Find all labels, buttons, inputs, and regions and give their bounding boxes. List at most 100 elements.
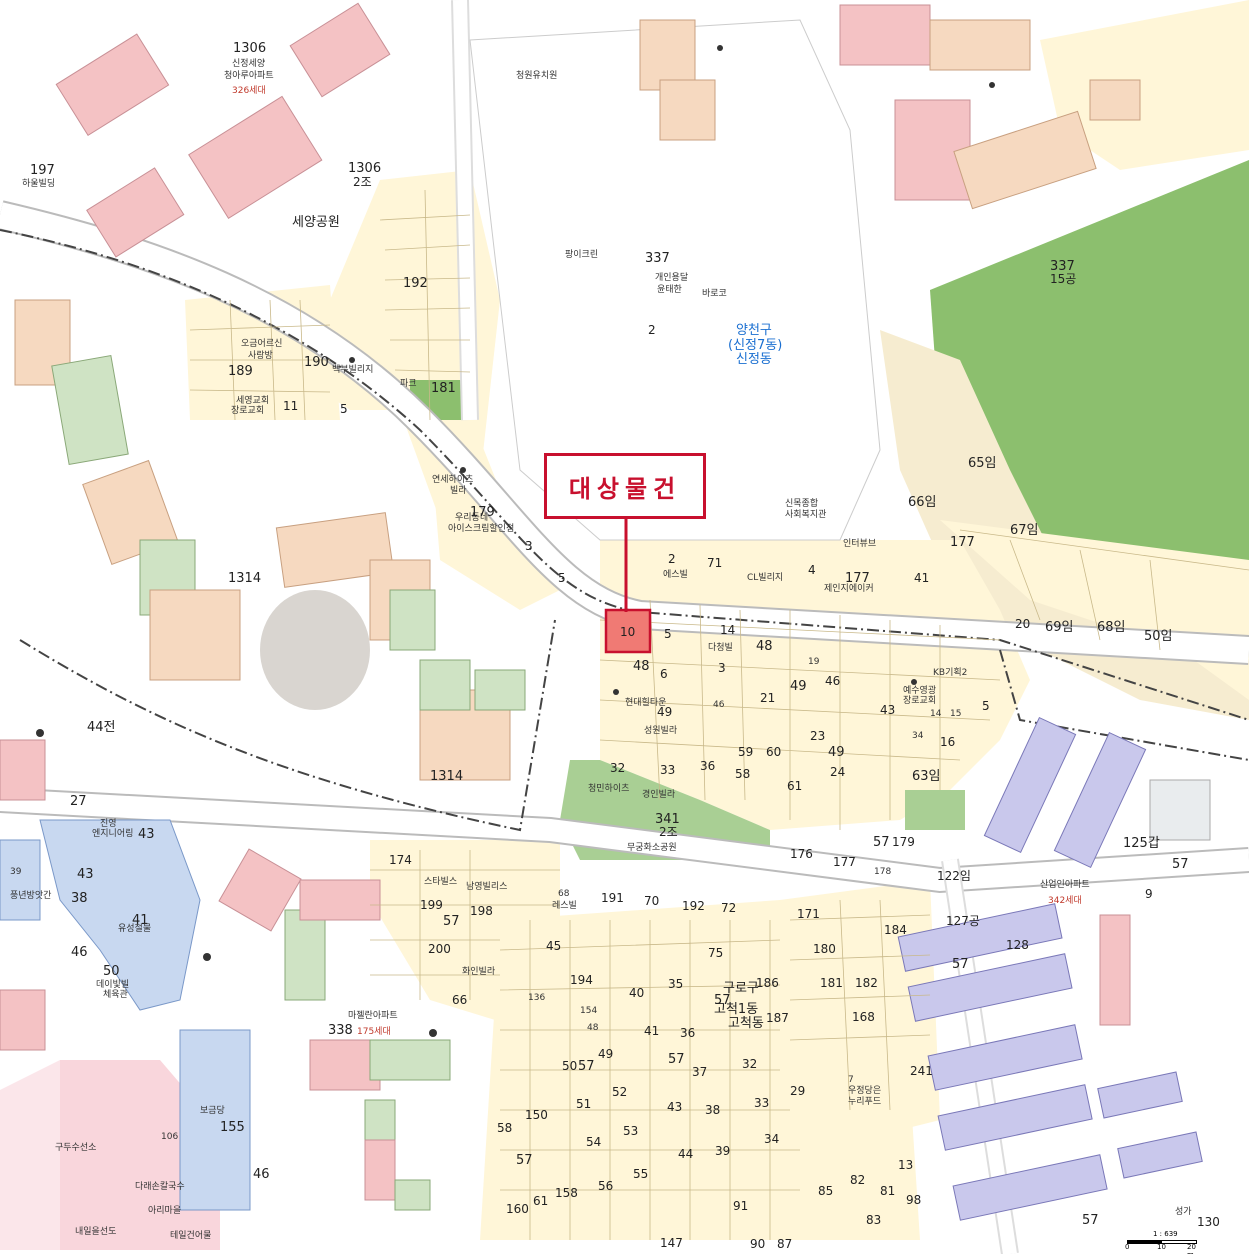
label-ogeum2: 사랑방 bbox=[248, 349, 273, 361]
apt-bldg-sw12 bbox=[0, 989, 46, 1051]
label-cheongmin: 청민하이츠 bbox=[588, 783, 629, 794]
label-24: 24 bbox=[830, 765, 845, 779]
label-57e: 57 bbox=[578, 1059, 595, 1074]
apt-bldg-102 bbox=[149, 589, 241, 681]
label-192: 192 bbox=[403, 276, 428, 291]
label-66b: 66 bbox=[452, 993, 467, 1007]
label-341: 341 bbox=[655, 812, 680, 827]
lot-lines bbox=[189, 189, 1249, 1240]
label-136: 136 bbox=[528, 993, 545, 1003]
scale-graphic bbox=[1127, 1240, 1197, 1244]
label-241: 241 bbox=[910, 1064, 933, 1078]
poi-marker-icon bbox=[613, 689, 619, 695]
label-38: 38 bbox=[71, 891, 88, 906]
label-35: 35 bbox=[668, 977, 683, 991]
label-147: 147 bbox=[660, 1236, 683, 1250]
label-50b: 50 bbox=[103, 964, 120, 979]
market-zone-west bbox=[0, 1060, 60, 1250]
small-park-63 bbox=[905, 790, 965, 830]
target-parcel[interactable] bbox=[604, 608, 652, 654]
label-seyeong: 세영교회 bbox=[236, 395, 269, 406]
label-51: 51 bbox=[576, 1097, 591, 1111]
label-49c2: 49 bbox=[598, 1047, 613, 1061]
label-176: 176 bbox=[790, 847, 813, 861]
label-1306b: 1306 bbox=[348, 161, 381, 176]
label-34b: 34 bbox=[764, 1132, 779, 1146]
label-43b: 43 bbox=[138, 827, 155, 842]
apt-bldg-sw9 bbox=[364, 1139, 396, 1201]
label-154: 154 bbox=[580, 1006, 597, 1016]
label-128: 128 bbox=[1006, 938, 1029, 952]
label-125: 125갑 bbox=[1123, 836, 1160, 851]
apt-bldg-se6 bbox=[937, 1084, 1093, 1151]
target-property-label: 대상물건 bbox=[544, 453, 706, 519]
label-lesville: 레스빌 bbox=[552, 900, 577, 911]
label-guro: 구로구 bbox=[723, 981, 759, 996]
label-ryeong2: 장로교회 bbox=[903, 695, 936, 706]
label-11: 11 bbox=[283, 399, 298, 413]
label-37: 37 bbox=[692, 1065, 707, 1079]
label-61b: 61 bbox=[533, 1194, 548, 1208]
label-168: 168 bbox=[852, 1010, 875, 1024]
apt-bldg-sw4 bbox=[284, 909, 326, 1001]
apt-bldg-w7 bbox=[389, 589, 436, 651]
poi-marker-icon bbox=[36, 729, 44, 737]
label-tomorrow2: 테일건어물 bbox=[170, 1230, 211, 1241]
label-179b: 179 bbox=[892, 835, 915, 849]
label-71: 71 bbox=[707, 556, 722, 570]
label-38b: 38 bbox=[705, 1103, 720, 1117]
apartments-w bbox=[14, 299, 526, 781]
label-199: 199 bbox=[420, 898, 443, 912]
label-tomorrow: 내일을선도 bbox=[75, 1226, 116, 1237]
residential-block-192 bbox=[320, 170, 500, 520]
label-198: 198 bbox=[470, 904, 493, 918]
poi-marker-icon bbox=[989, 82, 995, 88]
apt-block-sw2 bbox=[0, 839, 41, 921]
label-181b: 181 bbox=[820, 976, 843, 990]
label-98: 98 bbox=[906, 1193, 921, 1207]
label-hyundai: 현대힐타운 bbox=[625, 696, 666, 708]
label-21: 21 bbox=[760, 691, 775, 705]
label-57i: 57 bbox=[1082, 1213, 1099, 1228]
label-gudu: 구두수선소 bbox=[55, 1142, 96, 1153]
label-5b: 5 bbox=[558, 571, 566, 585]
label-68b: 68 bbox=[558, 889, 570, 899]
label-urido: 우리동네 bbox=[455, 512, 488, 523]
road-south-fill bbox=[0, 789, 1249, 892]
apt-bldg-sw6 bbox=[309, 1039, 381, 1091]
label-72: 72 bbox=[721, 901, 736, 915]
label-sinjeong7: (신정7동) bbox=[728, 338, 782, 353]
label-189: 189 bbox=[228, 364, 253, 379]
apt-bldg-sw10 bbox=[394, 1179, 431, 1211]
label-57g: 57 bbox=[714, 993, 731, 1008]
apt-bldg-105 bbox=[86, 167, 185, 258]
label-155: 155 bbox=[220, 1120, 245, 1135]
apt-bldg-school-n2 bbox=[659, 79, 716, 141]
label-39: 39 bbox=[10, 867, 22, 877]
label-127: 127공 bbox=[946, 914, 980, 928]
label-1306c: 2조 bbox=[353, 175, 372, 189]
apt-bldg-107 bbox=[188, 95, 323, 220]
label-41c: 41 bbox=[644, 1024, 659, 1038]
label-337b: 337 bbox=[1050, 259, 1075, 274]
label-49: 49 bbox=[657, 705, 672, 719]
label-160: 160 bbox=[506, 1202, 529, 1216]
label-174: 174 bbox=[389, 853, 412, 867]
label-40: 40 bbox=[629, 986, 644, 1000]
poi-marker-icon bbox=[429, 1029, 437, 1037]
label-gyeongin: 경인빌라 bbox=[642, 788, 676, 800]
label-1314: 1314 bbox=[228, 571, 261, 586]
label-48c: 48 bbox=[587, 1023, 599, 1033]
poi-marker-icon bbox=[911, 679, 917, 685]
label-65: 65임 bbox=[968, 456, 997, 471]
label-181: 181 bbox=[431, 381, 456, 396]
apt-bldg-se7 bbox=[952, 1154, 1108, 1221]
map-labels: 1306 신정세양 청아루아파트 326세대 1306 2조 197 하울빌딩 … bbox=[10, 41, 1220, 1251]
label-177b: 177 bbox=[845, 571, 870, 586]
label-57d: 57 bbox=[443, 914, 460, 929]
label-cl: CL빌리지 bbox=[747, 572, 783, 583]
label-15: 15 bbox=[950, 709, 961, 719]
label-106: 106 bbox=[161, 1132, 178, 1142]
label-ryeong: 예수영광 bbox=[903, 684, 936, 696]
label-bogeum: 보금당 bbox=[200, 1105, 225, 1116]
